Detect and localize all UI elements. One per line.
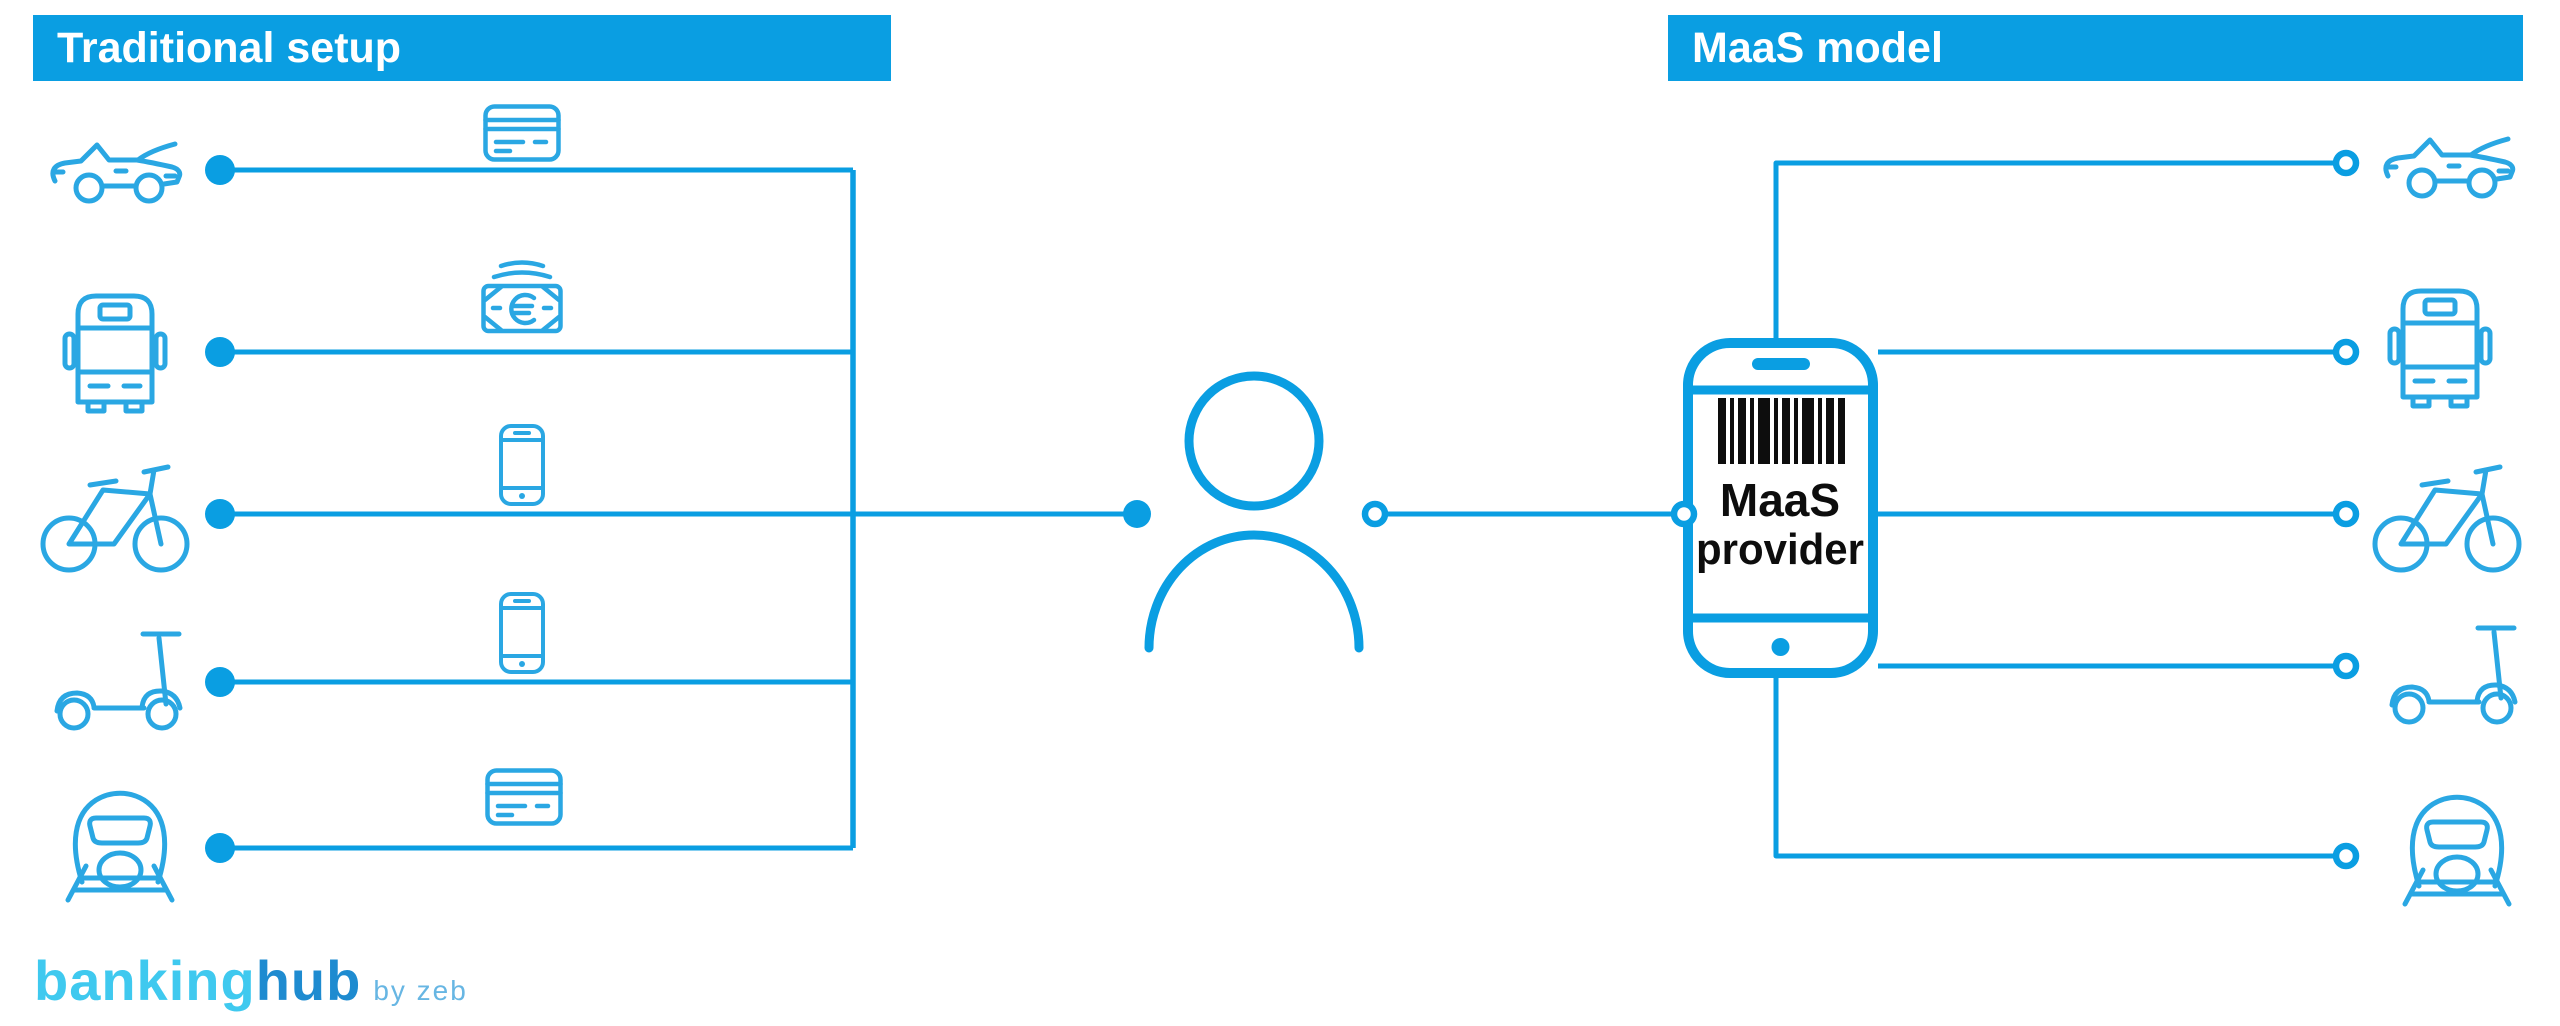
barcode-bar (1838, 398, 1845, 464)
traditional-row-bicycle (43, 424, 853, 570)
barcode-bar (1802, 398, 1814, 464)
barcode-bar (1738, 398, 1746, 464)
person-icon (1144, 371, 1364, 653)
credit-card-icon (486, 107, 559, 160)
phone-home-button (1771, 638, 1790, 656)
smartphone-icon (499, 592, 545, 674)
connector-dot (205, 499, 235, 529)
credit-card-icon (488, 771, 561, 824)
person-shoulders (1144, 530, 1364, 653)
connector-ring (2332, 842, 2360, 870)
maas-row-car (1773, 139, 2513, 343)
connector-dot (205, 833, 235, 863)
connector-dot (205, 667, 235, 697)
barcode-bar (1794, 398, 1798, 464)
traditional-row-bus (65, 263, 853, 412)
bicycle-icon (43, 467, 187, 570)
barcode-bar (1730, 398, 1734, 464)
connector-dot (205, 155, 235, 185)
barcode-bar (1774, 398, 1778, 464)
train-icon (68, 793, 172, 900)
barcode-icon (1718, 398, 1845, 464)
smartphone-icon (499, 424, 545, 506)
connector-ring (2332, 652, 2360, 680)
person-head (1184, 371, 1324, 511)
connector-ring (2332, 149, 2360, 177)
barcode-bar (1750, 398, 1754, 464)
maas-provider-phone: MaaS provider (1670, 338, 1878, 678)
maas-row-bus (1878, 291, 2490, 406)
train-icon (2405, 797, 2509, 904)
connector-line (1773, 673, 2336, 859)
maas-label-line1: MaaS (1720, 474, 1840, 526)
barcode-bar (1782, 398, 1790, 464)
car-icon (53, 144, 180, 201)
traditional-connections (43, 107, 853, 901)
cash-icon (484, 263, 561, 332)
barcode-bar (1758, 398, 1770, 464)
logo-hub-text: hub (255, 949, 362, 1012)
user-link-dot (1123, 500, 1151, 528)
scooter-icon (57, 634, 180, 728)
connector-line (1773, 160, 2336, 343)
scooter-icon (2392, 628, 2515, 722)
barcode-bar (1818, 398, 1822, 464)
phone-speaker (1752, 358, 1810, 370)
maas-label-line2: provider (1696, 525, 1864, 574)
bus-icon (2390, 291, 2490, 406)
traditional-setup-header: Traditional setup (33, 15, 891, 81)
connector-dot (205, 337, 235, 367)
bus-icon (65, 296, 165, 411)
bicycle-icon (2375, 467, 2519, 570)
user-connector-ring (1361, 500, 1389, 528)
barcode-bar (1826, 398, 1834, 464)
connector-ring (2332, 500, 2360, 528)
maas-connections (1773, 139, 2519, 904)
maas-row-bicycle (1878, 467, 2519, 570)
maas-row-train (1773, 673, 2509, 904)
car-icon (2386, 139, 2513, 196)
phone-connector-ring (1670, 500, 1698, 528)
barcode-bar (1718, 398, 1726, 464)
connector-ring (2332, 338, 2360, 366)
maas-row-scooter (1878, 628, 2515, 722)
traditional-row-scooter (57, 592, 853, 728)
traditional-row-car (53, 107, 853, 202)
traditional-row-train (68, 771, 853, 901)
logo-banking-text: banking (34, 949, 256, 1012)
logo-byzeb-text: by zeb (373, 975, 468, 1006)
maas-model-header: MaaS model (1668, 15, 2523, 81)
